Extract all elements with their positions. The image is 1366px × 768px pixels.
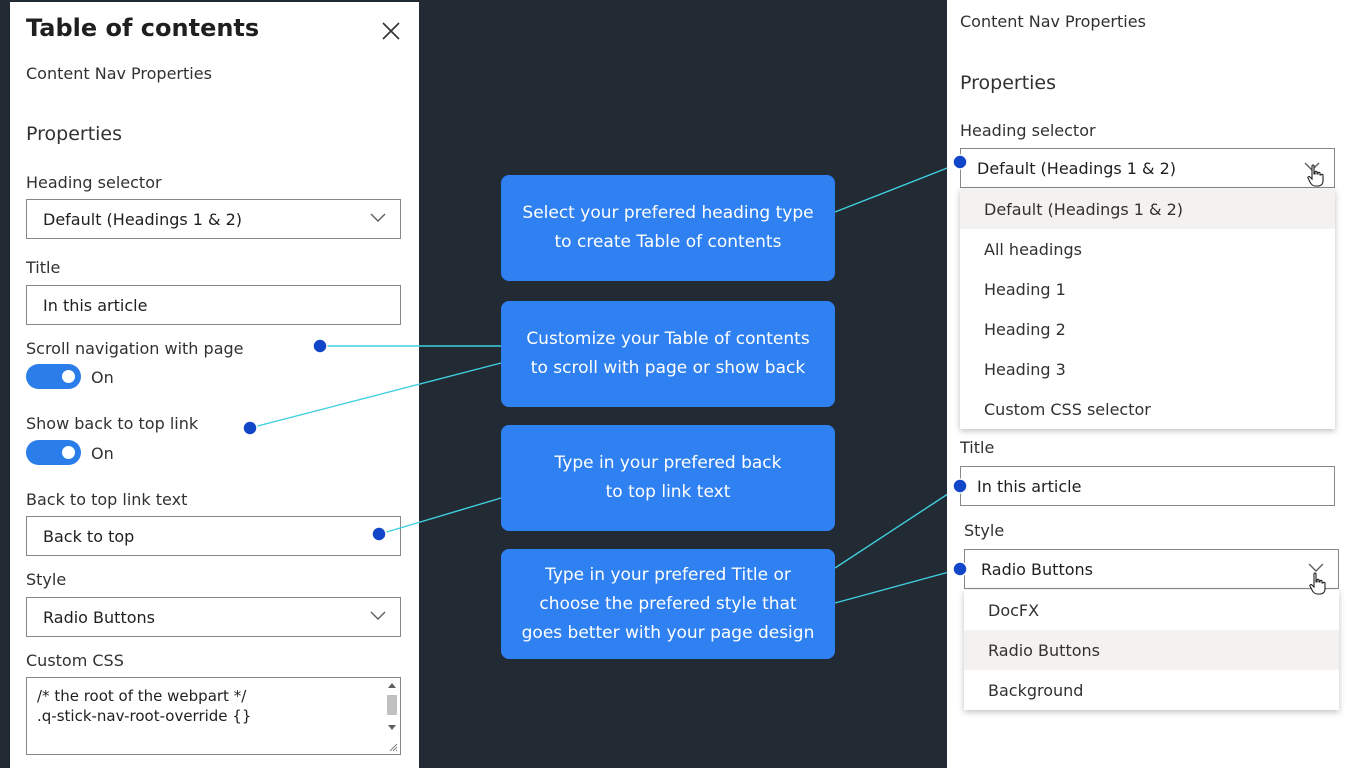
style-value: Radio Buttons: [43, 607, 155, 627]
css-line: /* the root of the webpart */: [37, 687, 247, 705]
style-label: Style: [964, 521, 1005, 540]
callout-back-to-top: Type in your prefered back to top link t…: [501, 425, 835, 531]
callout-text: to top link text: [605, 482, 731, 502]
chevron-down-icon: [1308, 563, 1324, 572]
panel-subtitle: Content Nav Properties: [960, 12, 1146, 31]
back-to-top-toggle[interactable]: [26, 440, 81, 465]
heading-option[interactable]: All headings: [984, 239, 1082, 259]
back-to-top-text-value: Back to top: [43, 526, 135, 546]
style-option[interactable]: Background: [988, 680, 1084, 700]
style-label: Style: [26, 570, 67, 589]
scroll-nav-toggle[interactable]: [26, 364, 81, 389]
style-option[interactable]: DocFX: [988, 600, 1040, 620]
callout-text: to scroll with page or show back: [530, 358, 806, 378]
callout-text: choose the prefered style that: [539, 593, 797, 614]
style-dropdown[interactable]: Radio Buttons: [26, 597, 401, 637]
title-input[interactable]: In this article: [960, 466, 1335, 506]
scroll-nav-state: On: [91, 368, 114, 387]
section-title: Properties: [960, 72, 1057, 94]
custom-css-textarea[interactable]: /* the root of the webpart */ .q-stick-n…: [26, 677, 401, 755]
panel-title: Table of contents: [26, 14, 260, 42]
css-line: .q-stick-nav-root-override {}: [37, 707, 252, 725]
heading-option[interactable]: Heading 2: [984, 319, 1066, 339]
chevron-down-icon: [370, 213, 386, 222]
callout-text: Select your prefered heading type: [522, 203, 814, 223]
callout-heading-type: Select your prefered heading type to cre…: [501, 175, 835, 281]
title-input-value: In this article: [43, 295, 148, 315]
back-to-top-label: Show back to top link: [26, 414, 199, 433]
scroll-down-arrow-icon[interactable]: [388, 725, 396, 730]
custom-css-label: Custom CSS: [26, 651, 124, 670]
heading-option[interactable]: Default (Headings 1 & 2): [960, 189, 1335, 229]
heading-selector-label: Heading selector: [960, 121, 1096, 140]
back-to-top-state: On: [91, 444, 114, 463]
pointer-hand-icon: [1309, 572, 1326, 595]
callout-text: to create Table of contents: [554, 232, 782, 252]
heading-selector-dropdown[interactable]: Default (Headings 1 & 2): [26, 199, 401, 239]
heading-selector-dropdown-open[interactable]: Default (Headings 1 & 2): [960, 148, 1335, 188]
style-value: Radio Buttons: [981, 559, 1093, 579]
heading-option[interactable]: Heading 3: [984, 359, 1066, 379]
heading-option[interactable]: Custom CSS selector: [984, 399, 1151, 419]
section-title: Properties: [26, 123, 123, 145]
title-input-value: In this article: [977, 476, 1082, 496]
callout-text: goes better with your page design: [521, 622, 815, 643]
scroll-thumb[interactable]: [387, 695, 397, 715]
close-button[interactable]: [380, 20, 402, 42]
textarea-scrollbar[interactable]: [386, 681, 398, 753]
callout-scroll: Customize your Table of contents to scro…: [501, 301, 835, 407]
title-label: Title: [26, 258, 61, 277]
heading-selector-value: Default (Headings 1 & 2): [43, 209, 243, 229]
resize-grip-icon[interactable]: [388, 742, 398, 752]
chevron-down-icon: [370, 611, 386, 620]
scroll-up-arrow-icon[interactable]: [388, 683, 396, 688]
toc-properties-panel: Table of contents Content Nav Properties…: [10, 2, 419, 768]
title-input[interactable]: In this article: [26, 285, 401, 325]
heading-selector-options: Default (Headings 1 & 2) All headings He…: [960, 189, 1335, 429]
title-label: Title: [960, 438, 995, 457]
pointer-hand-icon: [1307, 164, 1324, 187]
close-icon: [382, 22, 400, 40]
back-to-top-text-input[interactable]: Back to top: [26, 516, 401, 556]
callout-text: Type in your prefered Title or: [545, 564, 791, 585]
heading-option[interactable]: Heading 1: [984, 279, 1066, 299]
style-option[interactable]: Radio Buttons: [964, 630, 1339, 670]
style-options: DocFX Radio Buttons Background: [964, 590, 1339, 710]
heading-selector-label: Heading selector: [26, 173, 162, 192]
back-to-top-text-label: Back to top link text: [26, 490, 188, 509]
callout-text: Customize your Table of contents: [526, 329, 810, 349]
style-dropdown-open[interactable]: Radio Buttons: [964, 549, 1339, 589]
panel-subtitle: Content Nav Properties: [26, 64, 212, 83]
scroll-nav-label: Scroll navigation with page: [26, 339, 244, 358]
properties-panel-preview: Content Nav Properties Properties Headin…: [947, 0, 1366, 768]
callout-text: Type in your prefered back: [554, 453, 782, 473]
callout-title-style: Type in your prefered Title or choose th…: [501, 549, 835, 659]
heading-selector-value: Default (Headings 1 & 2): [977, 158, 1177, 178]
